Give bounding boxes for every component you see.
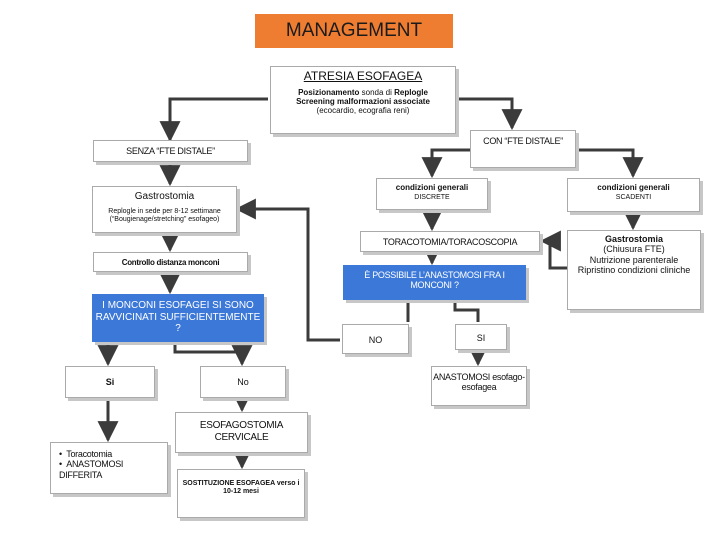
arrow-monconi-no <box>173 342 253 367</box>
controllo-box: Controllo distanza monconi <box>93 252 248 272</box>
possibile-question-box: È POSSIBILE L’ANASTOMOSI FRA I MONCONI ? <box>343 265 526 300</box>
no-right-label: NO <box>368 335 383 345</box>
si-left-box: Si <box>65 366 155 398</box>
condizioni-discrete-box: condizioni generali DISCRETE <box>376 178 488 210</box>
bullet-item-toracotomia: • Toracotomia <box>59 449 112 459</box>
gastrostomia-right-line2: Nutrizione parenterale <box>589 254 679 265</box>
atresia-line3: (ecocardio, ecografia reni) <box>316 106 410 116</box>
no-left-label: No <box>237 377 249 387</box>
gastrostomia-left-text: Replogle in sede per 8-12 settimane (“Bo… <box>108 207 221 223</box>
gastrostomia-right-line3: Ripristino condizioni cliniche <box>577 265 691 276</box>
si-left-label: Si <box>105 377 115 387</box>
toracotomia-differita-box: • Toracotomia • ANASTOMOSI DIFFERITA <box>50 442 168 494</box>
con-fte-box: CON “FTE DISTALE” <box>470 130 576 168</box>
condizioni-scadenti-box: condizioni generali SCADENTI <box>567 178 700 212</box>
monconi-question-box: I MONCONI ESOFAGEI SI SONO RAVVICINATI S… <box>92 294 264 342</box>
senza-fte-label: SENZA “FTE DISTALE” <box>126 146 215 156</box>
atresia-heading: ATRESIA ESOFAGEA <box>303 69 423 83</box>
atresia-line1-end: Replogle <box>394 87 428 97</box>
si-right-box: SI <box>455 324 507 350</box>
page-title: MANAGEMENT <box>255 14 453 48</box>
condizioni-scadenti-value: SCADENTI <box>615 194 652 202</box>
atresia-line1-mid: sonda di <box>359 87 395 97</box>
anastomosi-box: ANASTOMOSI esofago-esofagea <box>431 366 527 406</box>
esofagostomia-box: ESOFAGOSTOMIA CERVICALE <box>175 412 308 453</box>
gastrostomia-right-line1: (Chiusura FTE) <box>603 244 665 255</box>
arrow-atresia-con <box>455 97 523 131</box>
sostituzione-box: SOSTITUZIONE ESOFAGEA verso i 10-12 mesi <box>177 469 305 518</box>
condizioni-discrete-title: condizioni generali <box>395 183 469 192</box>
condizioni-discrete-value: DISCRETE <box>414 194 450 202</box>
senza-fte-box: SENZA “FTE DISTALE” <box>93 140 248 162</box>
gastrostomia-left-box: Gastrostomia Replogle in sede per 8-12 s… <box>92 186 237 233</box>
arrow-gastro-toraco <box>539 230 567 270</box>
no-right-box: NO <box>342 324 409 354</box>
si-right-label: SI <box>476 333 486 343</box>
controllo-label: Controllo distanza monconi <box>121 258 220 267</box>
atresia-line2: Screening malformazioni associate <box>296 96 430 106</box>
gastrostomia-left-title: Gastrostomia <box>134 191 195 202</box>
con-fte-label: CON “FTE DISTALE” <box>483 136 563 146</box>
possibile-question-label: È POSSIBILE L’ANASTOMOSI FRA I MONCONI ? <box>364 270 505 291</box>
arrow-no-gastro <box>234 198 340 342</box>
sostituzione-label: SOSTITUZIONE ESOFAGEA verso i 10-12 mesi <box>182 480 300 496</box>
atresia-line1-bold: Posizionamento <box>298 87 360 97</box>
arrow-possibile-si <box>453 300 480 322</box>
arrow-atresia-senza <box>159 97 268 143</box>
no-left-box: No <box>200 366 286 398</box>
monconi-question-label: I MONCONI ESOFAGEI SI SONO RAVVICINATI S… <box>95 300 261 334</box>
anastomosi-label: ANASTOMOSI esofago-esofagea <box>433 372 525 393</box>
toracotomia-box: TORACOTOMIA/TORACOSCOPIA <box>360 231 540 252</box>
toracotomia-label: TORACOTOMIA/TORACOSCOPIA <box>382 237 518 247</box>
bullet-item-anastomosi: • ANASTOMOSI DIFFERITA <box>59 459 124 480</box>
condizioni-scadenti-title: condizioni generali <box>597 183 670 192</box>
gastrostomia-right-box: Gastrostomia (Chiusura FTE) Nutrizione p… <box>567 230 701 310</box>
atresia-box: ATRESIA ESOFAGEA Posizionamento sonda di… <box>270 66 456 134</box>
esofagostomia-label: ESOFAGOSTOMIA CERVICALE <box>199 420 284 443</box>
gastrostomia-right-title: Gastrostomia <box>604 234 664 244</box>
